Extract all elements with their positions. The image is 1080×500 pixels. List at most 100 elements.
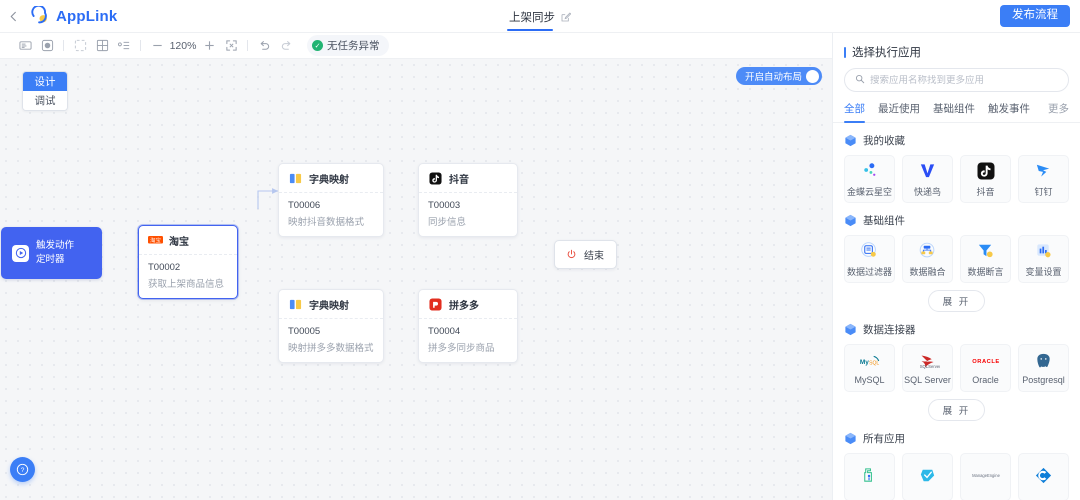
canvas-toolbar: 120% ✓ 无任务异常 <box>0 33 832 59</box>
tile-variable-setting[interactable]: 变量设置 <box>1018 235 1069 283</box>
manageengine-icon: ManageEngine <box>968 465 1004 485</box>
tile-data-filter[interactable]: 数据过滤器 <box>844 235 895 283</box>
node-pinduoduo[interactable]: 拼多多 T00004 拼多多同步商品 <box>418 289 518 363</box>
node-trigger-line1: 触发动作 <box>36 240 75 252</box>
expand-row-basic-components: 展 开 <box>833 283 1080 312</box>
mode-switch: 设计 调试 <box>22 71 68 111</box>
cube-icon <box>845 214 856 227</box>
publish-flow-button[interactable]: 发布流程 <box>1000 5 1070 27</box>
tile-douyin[interactable]: 抖音 <box>960 155 1011 203</box>
node-pinduoduo-head: 拼多多 <box>419 290 517 319</box>
svg-text:SQL: SQL <box>869 361 879 367</box>
expand-button-basic-components[interactable]: 展 开 <box>927 290 986 312</box>
tile-manageengine[interactable]: ManageEngine <box>960 453 1011 500</box>
section-header-favorites: 我的收藏 <box>833 123 1080 155</box>
power-off-icon <box>564 247 579 262</box>
flow-canvas[interactable]: 设计 调试 开启自动布局 ? <box>0 59 832 500</box>
tile-data-merge[interactable]: 数据融合 <box>902 235 953 283</box>
back-icon[interactable] <box>0 0 26 33</box>
mode-debug-button[interactable]: 调试 <box>23 91 67 110</box>
status-badge: ✓ 无任务异常 <box>307 35 389 56</box>
node-dict-map-pdd[interactable]: 字典映射 T00005 映射拼多多数据格式 <box>278 289 384 363</box>
tile-label: 数据过滤器 <box>846 266 892 277</box>
app-search-box[interactable] <box>844 68 1069 92</box>
douyin-icon <box>428 171 443 186</box>
section-header-basic-components: 基础组件 <box>833 203 1080 235</box>
toolbar-divider-3 <box>247 40 248 51</box>
tile-app-generic-4[interactable] <box>1018 453 1069 500</box>
svg-text:淘宝: 淘宝 <box>150 235 161 243</box>
tile-postgresql[interactable]: Postgresql <box>1018 344 1069 392</box>
zoom-out-icon[interactable] <box>146 36 168 56</box>
node-end[interactable]: 结束 <box>554 240 617 269</box>
expand-button-data-connectors[interactable]: 展 开 <box>927 399 986 421</box>
auto-layout-toggle[interactable]: 开启自动布局 <box>735 67 822 85</box>
node-end-label: 结束 <box>584 251 604 262</box>
auto-layout-label: 开启自动布局 <box>744 72 802 83</box>
svg-text:My: My <box>859 359 868 366</box>
search-input[interactable] <box>870 74 1058 86</box>
align-icon[interactable] <box>113 36 135 56</box>
edit-square-icon[interactable] <box>561 11 571 22</box>
node-pinduoduo-body: T00004 拼多多同步商品 <box>419 319 517 362</box>
select-area-icon[interactable] <box>69 36 91 56</box>
top-bar: AppLink 上架同步 发布流程 <box>0 0 1080 33</box>
app-picker-panel: 选择执行应用 全部 最近使用 基础组件 触发事件 更多 我的收藏 <box>832 33 1080 500</box>
section-title-all-apps: 所有应用 <box>863 433 905 445</box>
dictionary-map-icon <box>288 297 303 312</box>
zoom-in-icon[interactable] <box>198 36 220 56</box>
node-douyin[interactable]: 抖音 T00003 同步信息 <box>418 163 518 237</box>
app-generic-2-icon <box>918 465 937 485</box>
node-trigger[interactable]: 触发动作 定时器 <box>1 227 102 279</box>
node-taobao[interactable]: 淘宝 淘宝 T00002 获取上架商品信息 <box>138 225 238 299</box>
tab-document[interactable]: 上架同步 <box>507 0 573 33</box>
grid-icon[interactable] <box>91 36 113 56</box>
section-title-favorites: 我的收藏 <box>863 135 905 147</box>
tile-sqlserver[interactable]: SQLServer SQL Server <box>902 344 953 392</box>
undo-icon[interactable] <box>253 36 275 56</box>
tile-label: 金蝶云星空 <box>846 186 892 197</box>
tile-label: 数据融合 <box>909 266 946 277</box>
redo-icon[interactable] <box>275 36 297 56</box>
tab-trigger-events[interactable]: 触发事件 <box>988 103 1030 115</box>
tile-dingtalk[interactable]: 钉钉 <box>1018 155 1069 203</box>
tile-app-generic-2[interactable] <box>902 453 953 500</box>
kdniao-icon <box>918 161 937 181</box>
svg-text:SQLServer: SQLServer <box>919 363 939 368</box>
app-generic-4-icon <box>1034 465 1053 485</box>
minimap-icon[interactable] <box>14 36 36 56</box>
node-dict-map-pdd-head: 字典映射 <box>279 290 383 319</box>
taobao-icon: 淘宝 <box>148 233 163 248</box>
tab-more[interactable]: 更多 <box>1048 103 1069 115</box>
node-dict-map-pdd-title: 字典映射 <box>309 301 349 312</box>
node-pinduoduo-desc: 拼多多同步商品 <box>428 343 495 354</box>
tile-data-assert[interactable]: 数据断言 <box>960 235 1011 283</box>
tab-basic-components[interactable]: 基础组件 <box>933 103 975 115</box>
node-taobao-desc: 获取上架商品信息 <box>148 279 225 290</box>
node-dict-map-pdd-code: T00005 <box>288 326 321 337</box>
fit-screen-icon[interactable] <box>220 36 242 56</box>
node-dict-map-douyin[interactable]: 字典映射 T00006 映射抖音数据格式 <box>278 163 384 237</box>
tile-oracle[interactable]: ORACLE Oracle <box>960 344 1011 392</box>
mode-design-button[interactable]: 设计 <box>23 72 67 91</box>
tile-kdniao[interactable]: 快递鸟 <box>902 155 953 203</box>
focus-target-icon[interactable] <box>36 36 58 56</box>
tab-all[interactable]: 全部 <box>844 101 865 123</box>
help-button[interactable]: ? <box>10 457 35 482</box>
node-dict-map-pdd-body: T00005 映射拼多多数据格式 <box>279 319 383 362</box>
tile-app-generic-1[interactable] <box>844 453 895 500</box>
section-header-data-connectors: 数据连接器 <box>833 312 1080 344</box>
tile-kingdee-cloud[interactable]: 金蝶云星空 <box>844 155 895 203</box>
node-douyin-desc: 同步信息 <box>428 217 467 228</box>
panel-scroll-area[interactable]: 我的收藏 金蝶云星空 快递鸟 <box>833 123 1080 500</box>
variable-setting-icon <box>1034 241 1053 261</box>
node-dict-map-douyin-title: 字典映射 <box>309 175 349 186</box>
tab-recent[interactable]: 最近使用 <box>878 103 920 115</box>
flow-editor: 120% ✓ 无任务异常 <box>0 33 832 500</box>
sqlserver-icon: SQLServer <box>916 351 940 371</box>
panel-title: 选择执行应用 <box>833 33 1080 68</box>
